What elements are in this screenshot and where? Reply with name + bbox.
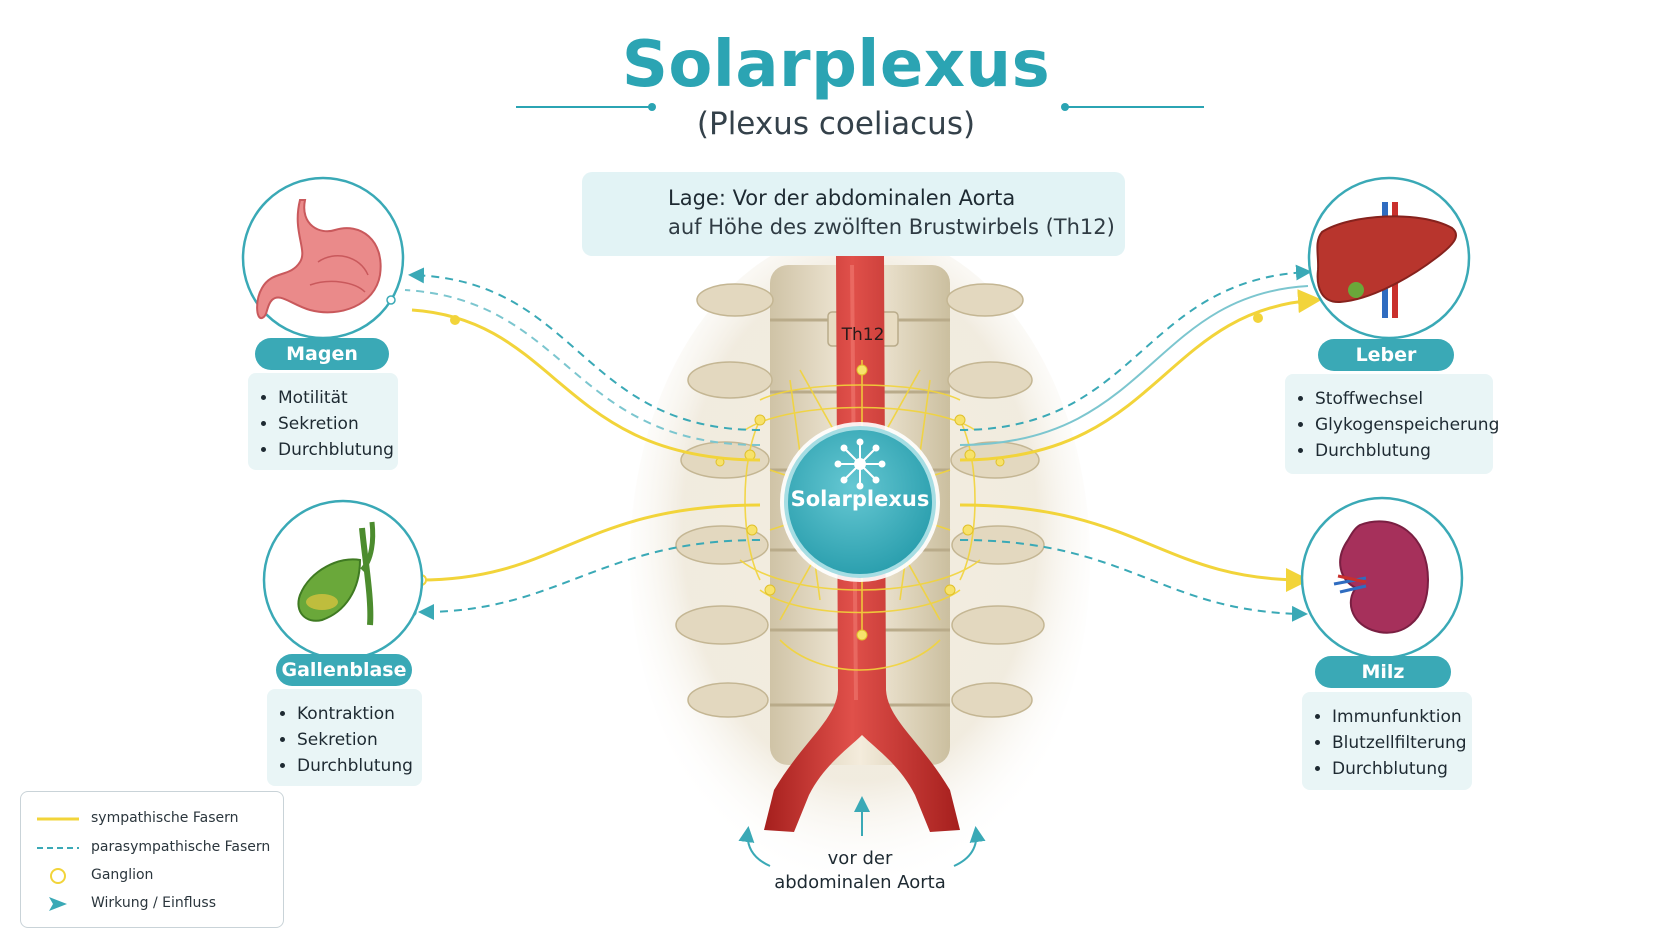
stomach-icon: [256, 199, 382, 319]
solarplexus-label: Solarplexus: [790, 487, 930, 511]
title-decoration: [516, 103, 1204, 111]
magen-function: Sekretion: [278, 411, 384, 437]
legend-item-ganglion: Ganglion: [21, 864, 283, 888]
sympathetic-line-icon: [37, 817, 79, 821]
gallenblase-info-box: Kontraktion Sekretion Durchblutung: [267, 689, 422, 786]
liver-icon: [1316, 202, 1457, 318]
milz-function: Immunfunktion: [1332, 704, 1462, 730]
legend-item-effect: Wirkung / Einfluss: [21, 892, 283, 916]
location-line-2: auf Höhe des zwölften Brustwirbels (Th12…: [668, 215, 1115, 239]
aorta-note-line-1: vor der: [827, 848, 893, 869]
solarplexus-node: [780, 422, 940, 582]
legend-label: parasympathische Fasern: [91, 839, 271, 855]
gallenblase-label: Gallenblase: [276, 654, 412, 686]
gallenblase-function: Kontraktion: [297, 701, 408, 727]
milz-label: Milz: [1315, 656, 1451, 688]
legend-item-sympathetic: sympathische Fasern: [21, 807, 283, 831]
gallenblase-function: Durchblutung: [297, 753, 413, 779]
milz-function: Durchblutung: [1332, 756, 1458, 782]
magen-function: Motilität: [278, 385, 384, 411]
nerve-network-icon: [834, 438, 886, 490]
plexus-web: [739, 360, 981, 671]
magen-label: Magen: [255, 338, 389, 370]
plexus-ganglia: [715, 364, 1005, 641]
gallbladder-icon: [297, 521, 376, 626]
leber-function: Durchblutung: [1315, 438, 1479, 464]
legend-label: Wirkung / Einfluss: [91, 895, 216, 911]
leber-function: Stoffwechsel: [1315, 386, 1479, 412]
location-box: [582, 172, 1125, 256]
leber-function: Glykogenspeicherung: [1315, 412, 1499, 438]
vertebra-label: Th12: [841, 325, 885, 345]
aorta-pointer-arrows: [738, 796, 986, 867]
legend-label: Ganglion: [91, 867, 154, 883]
aorta-note: vor der abdominalen Aorta: [760, 847, 960, 895]
milz-info-box: Immunfunktion Blutzellfilterung Durchblu…: [1302, 692, 1472, 790]
location-line-1: Lage: Vor der abdominalen Aorta: [668, 186, 1016, 210]
milz-function: Blutzellfilterung: [1332, 730, 1467, 756]
legend-label: sympathische Fasern: [91, 810, 239, 826]
magen-info-box: Motilität Sekretion Durchblutung: [248, 373, 398, 470]
leber-info-box: Stoffwechsel Glykogenspeicherung Durchbl…: [1285, 374, 1499, 474]
legend: sympathische Fasern parasympathische Fas…: [20, 791, 284, 928]
aorta-note-line-2: abdominalen Aorta: [774, 872, 946, 893]
ganglion-icon: [50, 868, 66, 884]
leber-label: Leber: [1318, 339, 1454, 371]
page-subtitle: (Plexus coeliacus): [696, 106, 976, 142]
fibers-leber: [959, 264, 1322, 462]
gallenblase-function: Sekretion: [297, 727, 408, 753]
page-title: Solarplexus: [621, 28, 1051, 102]
parasympathetic-line-icon: [37, 847, 79, 849]
magen-function: Durchblutung: [278, 437, 394, 463]
fibers-magen: [404, 267, 761, 462]
spleen-icon: [1333, 520, 1430, 634]
legend-item-parasympathetic: parasympathische Fasern: [21, 836, 283, 860]
effect-arrow-icon: [49, 897, 67, 911]
